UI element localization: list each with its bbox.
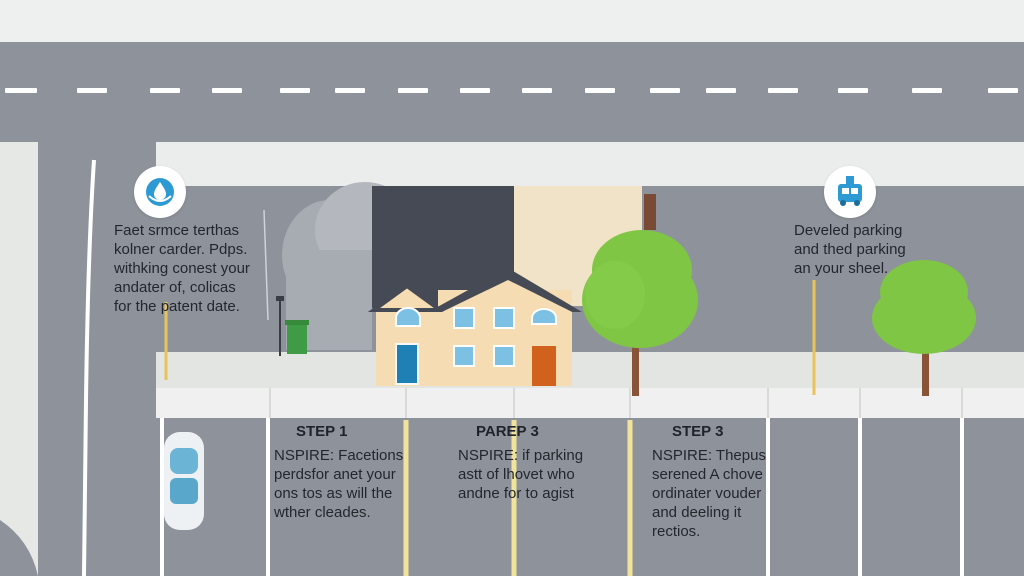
water-drop-icon [146, 178, 174, 206]
info-left-line: withking conest your [114, 260, 250, 277]
step-1-line: wther cleades. [274, 504, 371, 521]
step-3-text: NSPIRE: Thepus serened A chove ordinater… [652, 446, 766, 541]
step-2-text: NSPIRE: if parking astt of lhovet who an… [458, 446, 583, 503]
side-road-line [82, 159, 96, 576]
sidewalk-middle [156, 352, 1024, 388]
side-road [38, 142, 156, 576]
info-left-line: for the patent date. [114, 298, 240, 315]
step-3-line: serened A chove [652, 466, 763, 483]
step-2-line: andne for to agist [458, 485, 574, 502]
info-left-line: Faet srmce terthas [114, 222, 240, 239]
step-3-line: rectios. [652, 523, 701, 540]
step-3-line: and deeling it [652, 504, 742, 521]
green-bin [287, 322, 307, 354]
tree-right [872, 260, 976, 396]
step-2-line: NSPIRE: if parking [458, 447, 584, 464]
left-curb [0, 142, 38, 576]
info-left-text: Faet srmce terthas kolner carder. Pdps. … [114, 221, 250, 316]
info-right-line: an your sheel. [794, 260, 889, 277]
step-2-title: PAREP 3 [476, 423, 539, 440]
parking-lines-yellow [403, 420, 633, 576]
info-right-line: Develed parking [794, 222, 903, 239]
step-1-line: NSPIRE: Facetions [274, 447, 404, 464]
bus-stop-icon [838, 176, 862, 206]
info-left-line: kolner carder. Pdps. [114, 241, 248, 258]
info-right-line: and thed parking [794, 241, 906, 258]
info-left-line: andater of, colicas [114, 279, 236, 296]
step-3-title: STEP 3 [672, 423, 724, 440]
info-left-badge[interactable] [134, 166, 186, 218]
step-1-text: NSPIRE: Facetions perdsfor anet your ons… [274, 446, 403, 522]
step-3-line: NSPIRE: Thepus [652, 447, 766, 464]
step-1-line: ons tos as will the [274, 485, 393, 502]
info-right-badge[interactable] [824, 166, 876, 218]
step-3-line: ordinater vouder [652, 485, 762, 502]
info-right-text: Develed parking and thed parking an your… [794, 221, 906, 278]
step-1-line: perdsfor anet your [274, 466, 396, 483]
car [164, 432, 204, 530]
tree-center [582, 230, 698, 396]
house [367, 268, 582, 386]
step-2-line: astt of lhovet who [458, 466, 575, 483]
parking-lot [156, 418, 1024, 576]
top-band [0, 0, 1024, 42]
step-1-title: STEP 1 [296, 423, 348, 440]
parking-lines [160, 418, 964, 576]
